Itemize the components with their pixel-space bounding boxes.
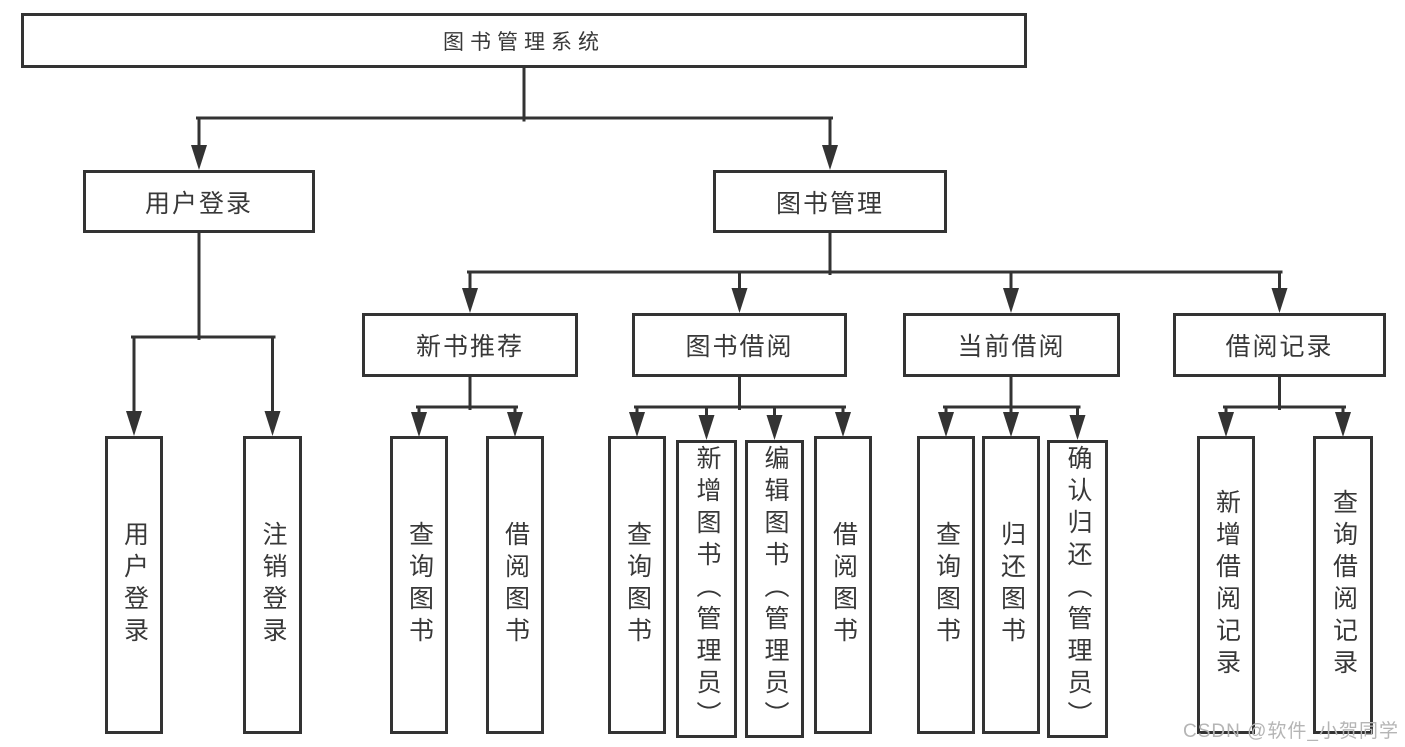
node-book-management: 图书管理	[713, 170, 947, 233]
leaf-user-login: 用户登录	[105, 436, 163, 734]
leaf-borrow-books: 借阅图书	[814, 436, 872, 734]
leaf-query-borrow-record: 查询借阅记录	[1313, 436, 1373, 734]
current-borrow-branch-line	[943, 375, 1081, 421]
borrow-records-branch-line	[1223, 375, 1346, 418]
node-user-login: 用户登录	[83, 170, 315, 233]
leaf-query-books-borrow: 查询图书	[608, 436, 666, 734]
node-book-borrowing: 图书借阅	[632, 313, 847, 377]
leaf-return-books-label: 归还图书	[997, 521, 1026, 649]
leaf-query-books-current-label: 查询图书	[932, 521, 961, 649]
leaf-borrow-books-recommend-label: 借阅图书	[501, 521, 530, 649]
leaf-query-books-current: 查询图书	[917, 436, 975, 734]
book-borrow-branch-line	[634, 375, 846, 421]
arrowheads	[126, 145, 1351, 440]
node-new-book-recommend: 新书推荐	[362, 313, 578, 377]
node-root-system: 图书管理系统	[21, 13, 1027, 68]
leaf-query-books-recommend: 查询图书	[390, 436, 448, 734]
leaf-add-borrow-record: 新增借阅记录	[1197, 436, 1255, 734]
leaf-query-borrow-record-label: 查询借阅记录	[1329, 489, 1358, 681]
leaf-add-books-admin-label: 新增图书（管理员）	[693, 445, 721, 733]
node-current-borrowing: 当前借阅	[903, 313, 1120, 377]
leaf-add-books-admin: 新增图书（管理员）	[676, 440, 737, 738]
leaf-edit-books-admin: 编辑图书（管理员）	[745, 440, 804, 738]
leaf-confirm-return-admin: 确认归还（管理员）	[1047, 440, 1108, 738]
root-branch-line	[196, 66, 833, 152]
user-login-branch-line	[131, 231, 276, 417]
leaf-logout-label: 注销登录	[259, 521, 287, 649]
leaf-borrow-books-label: 借阅图书	[829, 521, 858, 649]
leaf-add-borrow-record-label: 新增借阅记录	[1212, 489, 1241, 681]
leaf-user-login-label: 用户登录	[120, 521, 149, 649]
book-management-branch-line	[467, 231, 1283, 294]
new-book-branch-line	[416, 375, 518, 418]
connector-paths	[131, 66, 1346, 421]
leaf-query-books-borrow-label: 查询图书	[623, 521, 652, 649]
csdn-watermark: CSDN @软件_小贺同学	[1183, 721, 1399, 742]
node-borrowing-records: 借阅记录	[1173, 313, 1386, 377]
leaf-borrow-books-recommend: 借阅图书	[486, 436, 544, 734]
leaf-edit-books-admin-label: 编辑图书（管理员）	[761, 445, 789, 733]
leaf-return-books: 归还图书	[982, 436, 1040, 734]
leaf-logout: 注销登录	[243, 436, 302, 734]
leaf-confirm-return-admin-label: 确认归还（管理员）	[1064, 445, 1092, 733]
leaf-query-books-recommend-label: 查询图书	[405, 521, 434, 649]
